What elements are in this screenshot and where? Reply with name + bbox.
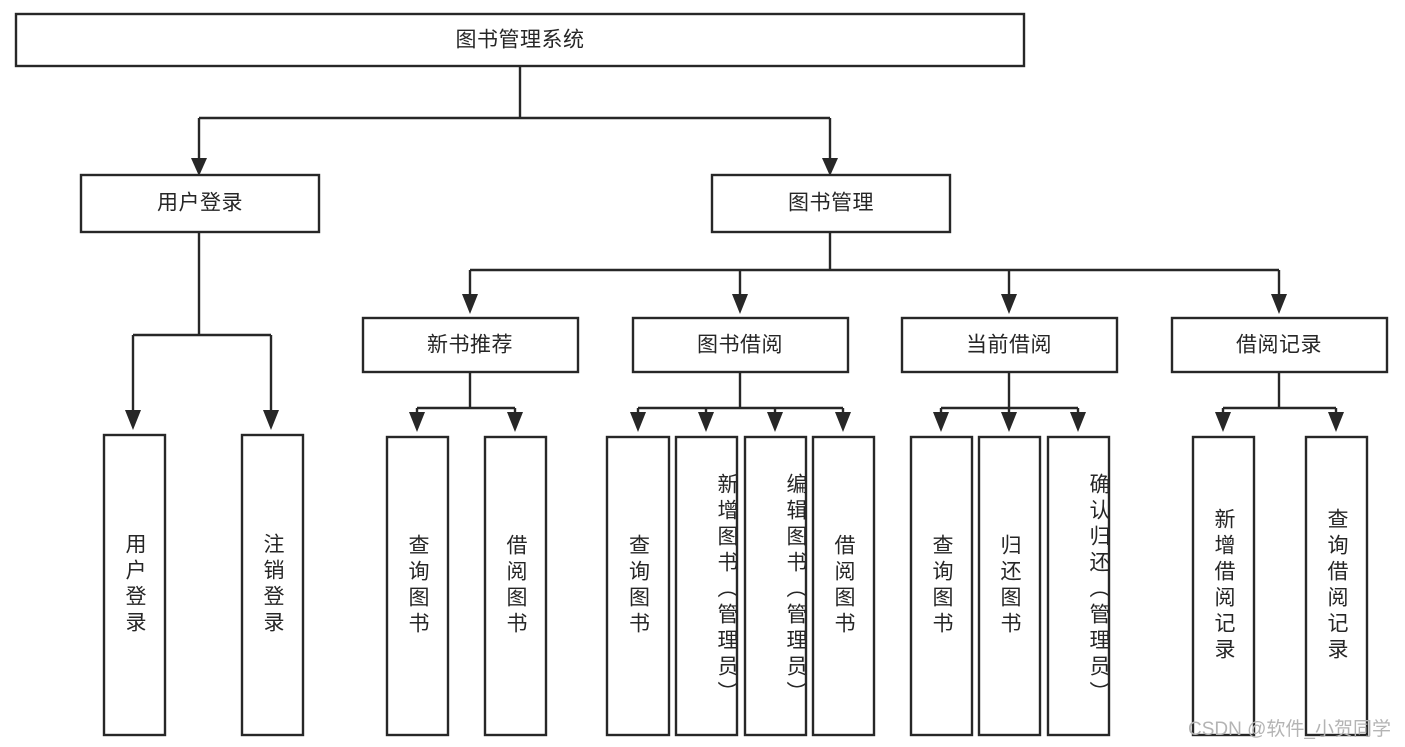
node-book-manage[interactable]: 图书管理: [710, 173, 952, 234]
node-borrow-record-label: 借阅记录: [1236, 334, 1322, 357]
arrowhead-new-book-recommend: [462, 294, 478, 314]
node-leaf-user-login-box[interactable]: [102, 433, 167, 737]
node-book-borrow-box[interactable]: [631, 316, 850, 374]
node-leaf-add-record-box[interactable]: [1191, 435, 1256, 737]
arrowhead-leaf-user-login: [125, 410, 141, 430]
node-leaf-query-book-2-box[interactable]: [605, 435, 671, 737]
arrowhead-leaf-add-book: [698, 412, 714, 432]
node-new-book-recommend-box[interactable]: [361, 316, 580, 374]
node-book-borrow-label: 图书借阅: [697, 334, 783, 357]
node-current-borrow-box[interactable]: [900, 316, 1119, 374]
node-borrow-record[interactable]: 借阅记录: [1170, 316, 1389, 374]
node-new-book-recommend[interactable]: 新书推荐: [361, 316, 580, 374]
arrowhead-book-borrow: [732, 294, 748, 314]
node-leaf-user-logout-box[interactable]: [240, 433, 305, 737]
node-leaf-borrow-book-1-box[interactable]: [483, 435, 548, 737]
arrowhead-leaf-confirm-return: [1070, 412, 1086, 432]
node-borrow-record-box[interactable]: [1170, 316, 1389, 374]
arrowhead-book-manage: [822, 158, 838, 176]
node-root-box[interactable]: [14, 12, 1026, 68]
arrowhead-leaf-query-book-2: [630, 412, 646, 432]
node-leaf-query-book-3-box[interactable]: [909, 435, 974, 737]
arrowhead-leaf-borrow-book-2: [835, 412, 851, 432]
node-current-borrow[interactable]: 当前借阅: [900, 316, 1119, 374]
node-user-login-box[interactable]: [79, 173, 321, 234]
arrowhead-leaf-query-book-1: [409, 412, 425, 432]
arrowhead-leaf-edit-book: [767, 412, 783, 432]
node-current-borrow-label: 当前借阅: [966, 334, 1052, 357]
arrowhead-borrow-record: [1271, 294, 1287, 314]
node-leaf-confirm-return-box[interactable]: [1046, 435, 1111, 737]
node-leaf-edit-book-box[interactable]: [743, 435, 808, 737]
arrowhead-current-borrow: [1001, 294, 1017, 314]
node-user-login-label: 用户登录: [157, 192, 243, 215]
node-leaf-borrow-book-2-box[interactable]: [811, 435, 876, 737]
arrowhead-leaf-query-book-3: [933, 412, 949, 432]
arrowhead-user-login: [191, 158, 207, 176]
node-leaf-query-book-1-box[interactable]: [385, 435, 450, 737]
arrowhead-leaf-add-record: [1215, 412, 1231, 432]
node-book-borrow[interactable]: 图书借阅: [631, 316, 850, 374]
node-leaf-return-book-box[interactable]: [977, 435, 1042, 737]
arrowhead-leaf-user-logout: [263, 410, 279, 430]
node-user-login[interactable]: 用户登录: [79, 173, 321, 234]
edge-group: [125, 66, 1344, 432]
node-new-book-recommend-label: 新书推荐: [427, 334, 513, 357]
csdn-watermark: CSDN @软件_小贺同学: [1188, 719, 1391, 740]
node-book-manage-box[interactable]: [710, 173, 952, 234]
node-root[interactable]: 图书管理系统: [14, 12, 1026, 68]
node-root-label: 图书管理系统: [456, 29, 585, 52]
node-leaf-query-record-box[interactable]: [1304, 435, 1369, 737]
node-book-manage-label: 图书管理: [788, 192, 874, 215]
node-leaf-add-book-box[interactable]: [674, 435, 739, 737]
arrowhead-leaf-return-book: [1001, 412, 1017, 432]
arrowhead-leaf-query-record: [1328, 412, 1344, 432]
arrowhead-leaf-borrow-book-1: [507, 412, 523, 432]
